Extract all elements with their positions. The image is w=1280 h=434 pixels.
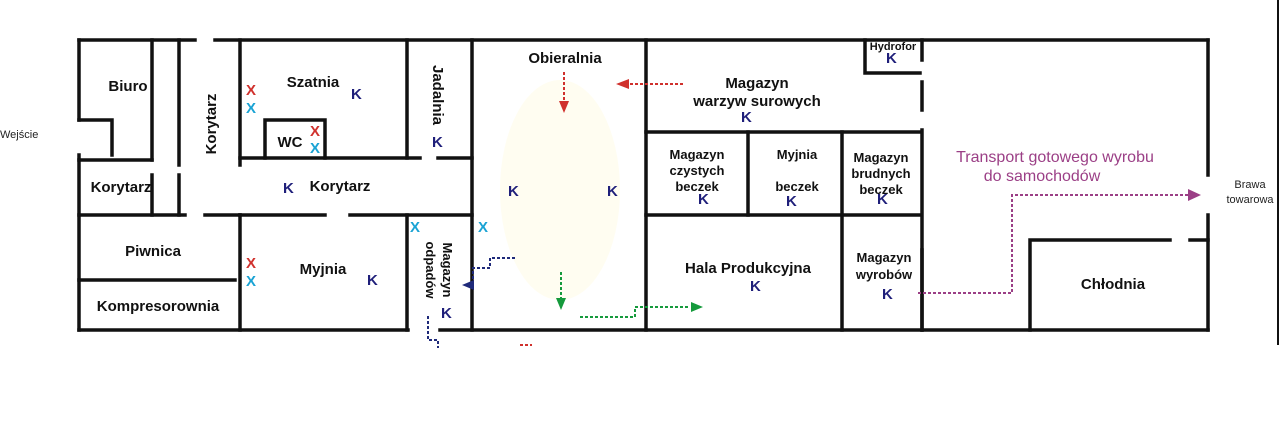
arrowhead-red-down [559, 101, 569, 113]
x-marker-cyan-myjnia: X [246, 273, 256, 290]
room-label-piwnica: Piwnica [125, 243, 182, 260]
transport-label-line2: do samochodów [984, 168, 1101, 185]
k-marker-brudne: K [877, 191, 888, 208]
room-label-szatnia: Szatnia [287, 74, 340, 91]
k-marker-myjnia-beczek: K [786, 193, 797, 210]
room-label-wc: WC [278, 134, 303, 151]
room-label-brudne-line2: brudnych [851, 166, 910, 181]
x-marker-cyan-wc: X [310, 140, 320, 157]
gate-label-line2: towarowa [1226, 194, 1274, 206]
arrowhead-green-right [691, 302, 703, 312]
room-label-myjnia-beczek-line1: Myjnia [777, 147, 818, 162]
k-markers: K K K K K K K K K K K K K K [283, 50, 897, 322]
room-label-brudne-line1: Magazyn [854, 150, 909, 165]
room-label-korytarz-vertical: Korytarz [203, 94, 220, 155]
k-marker-myjnia: K [367, 272, 378, 289]
room-label-odpady-line1: Magazyn [440, 243, 455, 298]
room-label-korytarz-middle: Korytarz [310, 178, 371, 195]
room-label-obieralnia: Obieralnia [528, 50, 602, 67]
k-marker-obieralnia-right: K [607, 183, 618, 200]
flow-arrows [427, 72, 1201, 348]
room-label-wyroby-line1: Magazyn [857, 250, 912, 265]
x-marker-red-szatnia: X [246, 82, 256, 99]
k-marker-jadalnia: K [432, 134, 443, 151]
arrowhead-purple-right [1188, 189, 1201, 201]
room-label-czyste-line3: beczek [675, 179, 719, 194]
k-marker-korytarz: K [283, 180, 294, 197]
arrowhead-green-down [556, 298, 566, 310]
arrow-purple-transport [918, 194, 1188, 294]
k-marker-szatnia: K [351, 86, 362, 103]
room-label-myjnia: Myjnia [300, 261, 347, 278]
room-label-hydrofor: Hydrofor [870, 41, 917, 53]
room-label-myjnia-beczek-line2: beczek [775, 179, 819, 194]
walls [77, 0, 1279, 345]
room-labels: Biuro Korytarz Szatnia WC Jadalnia Obier… [0, 41, 1274, 315]
production-zone-highlight [500, 80, 620, 300]
entrance-label: Wejście [0, 129, 38, 141]
k-marker-obieralnia-left: K [508, 183, 519, 200]
k-marker-hala: K [750, 278, 761, 295]
room-label-magazyn-warzyw-line2: warzyw surowych [692, 93, 821, 110]
k-marker-czyste: K [698, 191, 709, 208]
room-label-hala-produkcyjna: Hala Produkcyjna [685, 260, 812, 277]
room-label-czyste-line1: Magazyn [670, 147, 725, 162]
room-label-biuro: Biuro [108, 78, 147, 95]
x-marker-cyan-obieralnia: X [478, 219, 488, 236]
room-label-magazyn-warzyw-line1: Magazyn [725, 75, 788, 92]
arrow-green-to-hala [580, 306, 690, 318]
k-marker-magazyn-warzyw: K [741, 109, 752, 126]
x-marker-cyan-odpady: X [410, 219, 420, 236]
room-label-chlodnia: Chłodnia [1081, 276, 1146, 293]
arrowhead-navy-left [462, 280, 474, 290]
k-marker-odpady: K [441, 305, 452, 322]
room-label-korytarz-left: Korytarz [91, 179, 152, 196]
room-label-wyroby-line2: wyrobów [855, 267, 913, 282]
k-marker-hydrofor: K [886, 50, 897, 67]
k-marker-wyroby: K [882, 286, 893, 303]
room-label-brudne-line3: beczek [859, 182, 903, 197]
room-label-kompresorownia: Kompresorownia [97, 298, 220, 315]
arrowhead-red-left [616, 79, 629, 89]
x-markers: X X X X X X X X [246, 82, 488, 290]
x-marker-cyan-szatnia: X [246, 100, 256, 117]
room-label-czyste-line2: czystych [670, 163, 725, 178]
room-label-jadalnia: Jadalnia [429, 65, 446, 126]
room-label-odpady-line2: odpadów [423, 241, 438, 299]
gate-label-line1: Brawa [1234, 179, 1266, 191]
transport-label-line1: Transport gotowego wyrobu [956, 149, 1154, 166]
arrow-navy-out [427, 316, 439, 348]
x-marker-red-myjnia: X [246, 255, 256, 272]
arrow-navy-to-odpady [472, 257, 515, 285]
x-marker-red-wc: X [310, 123, 320, 140]
